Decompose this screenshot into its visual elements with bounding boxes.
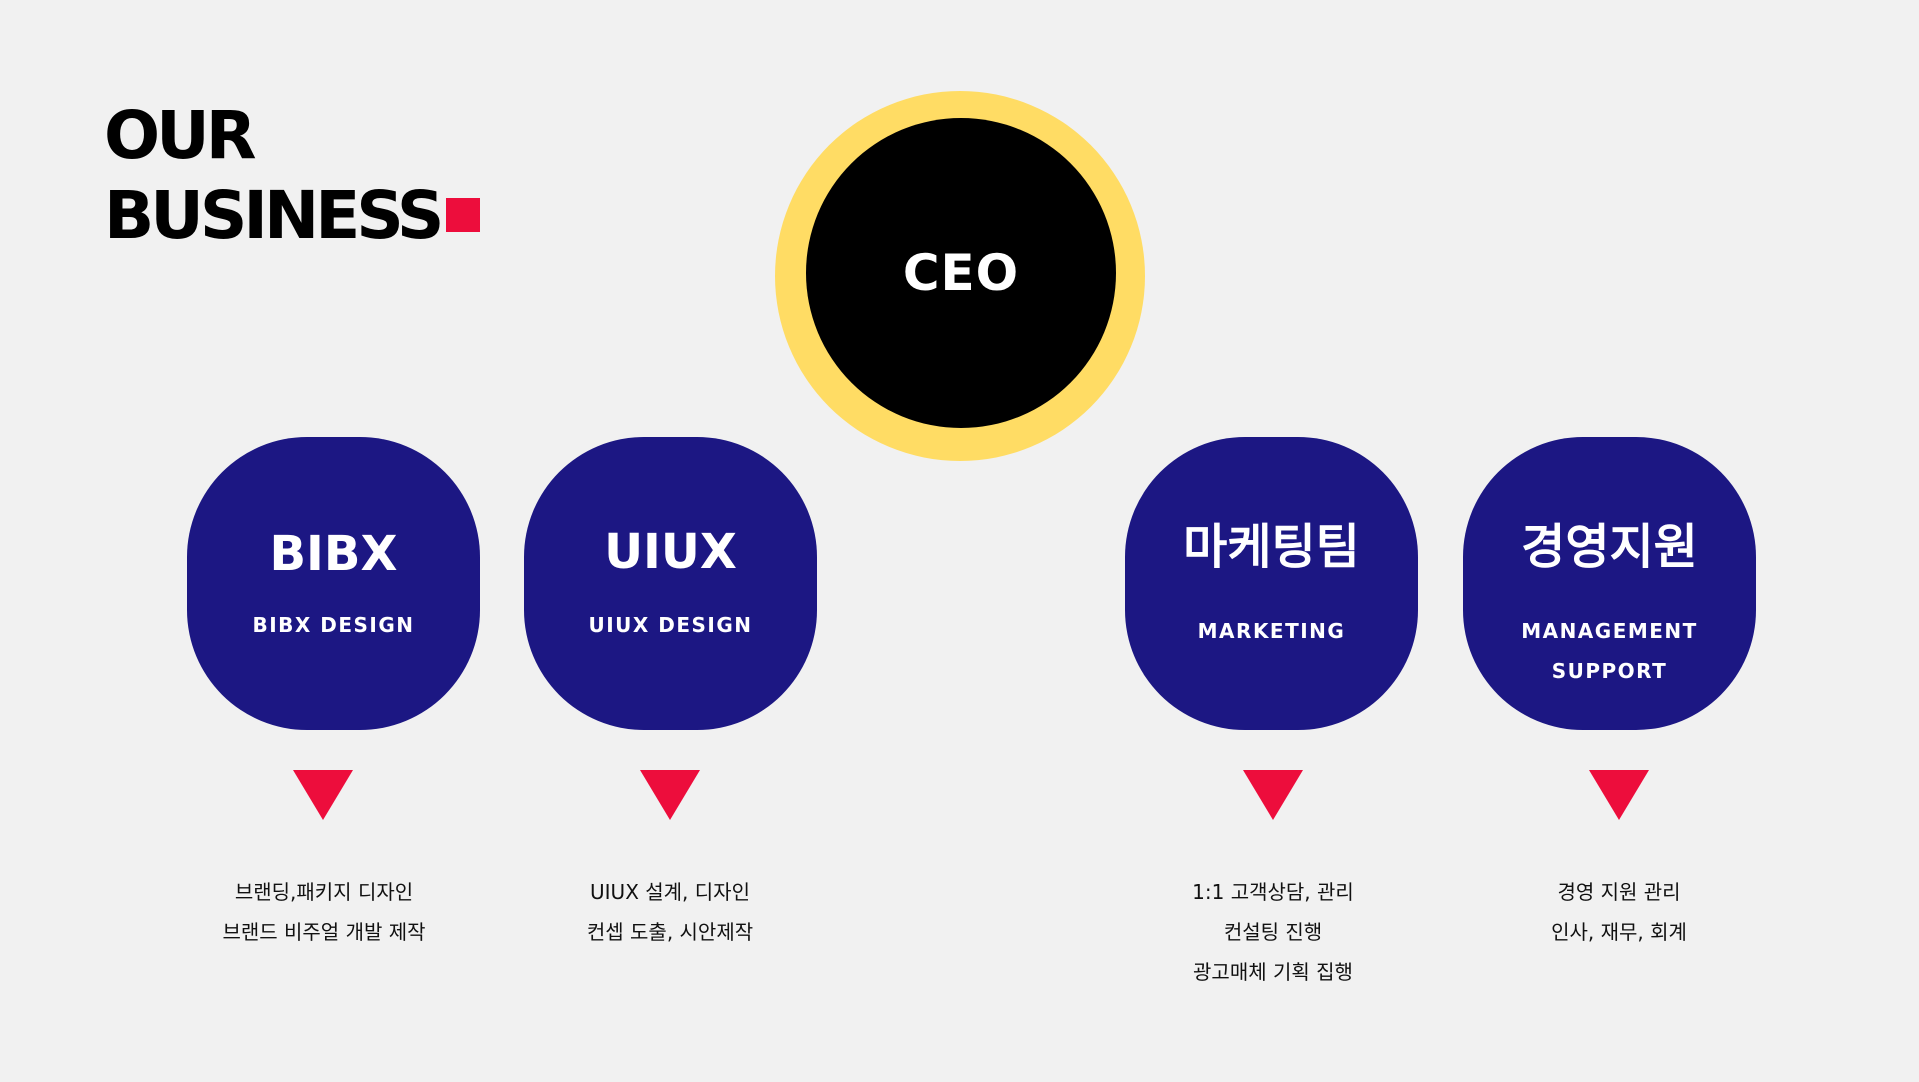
dept-name: BIBX [269,526,398,582]
dept-description: 경영 지원 관리 인사, 재무, 회계 [1469,872,1769,952]
dept-description: UIUX 설계, 디자인 컨셉 도출, 시안제작 [520,872,820,952]
dept-node-management: 경영지원 MANAGEMENT SUPPORT [1463,437,1756,730]
dept-description: 브랜딩,패키지 디자인 브랜드 비주얼 개발 제작 [174,872,474,952]
dept-subtitle-line: MANAGEMENT [1521,619,1698,643]
title-accent-square [446,198,480,232]
ceo-label: CEO [902,244,1020,302]
description-line: 1:1 고객상담, 관리 [1192,880,1354,904]
dept-subtitle: BIBX DESIGN [187,605,480,645]
dept-subtitle-line: BIBX DESIGN [252,613,415,637]
down-arrow-icon [640,770,700,820]
page-title: OUR BUSINESS [104,96,444,256]
dept-subtitle: MANAGEMENT SUPPORT [1463,611,1756,691]
dept-subtitle: UIUX DESIGN [524,605,817,645]
description-line: 경영 지원 관리 [1557,880,1681,904]
description-line: 컨설팅 진행 [1223,920,1323,944]
title-line-2: BUSINESS [104,177,444,254]
down-arrow-icon [1589,770,1649,820]
down-arrow-icon [1243,770,1303,820]
dept-node-marketing: 마케팅팀 MARKETING [1125,437,1418,730]
dept-subtitle-line: SUPPORT [1551,659,1668,683]
description-line: 컨셉 도출, 시안제작 [586,920,754,944]
description-line: 광고매체 기획 집행 [1193,960,1353,984]
description-line: 브랜드 비주얼 개발 제작 [222,920,426,944]
dept-name: 마케팅팀 [1183,519,1360,575]
dept-description: 1:1 고객상담, 관리 컨설팅 진행 광고매체 기획 집행 [1123,872,1423,992]
description-line: UIUX 설계, 디자인 [590,880,750,904]
dept-node-bibx: BIBX BIBX DESIGN [187,437,480,730]
dept-name: 경영지원 [1521,519,1698,575]
dept-node-uiux: UIUX UIUX DESIGN [524,437,817,730]
dept-subtitle-line: MARKETING [1197,619,1346,643]
description-line: 인사, 재무, 회계 [1551,920,1687,944]
description-line: 브랜딩,패키지 디자인 [234,880,414,904]
ceo-node: CEO [806,118,1116,428]
dept-subtitle: MARKETING [1125,611,1418,651]
dept-subtitle-line: UIUX DESIGN [588,613,753,637]
down-arrow-icon [293,770,353,820]
dept-name: UIUX [604,524,737,580]
title-line-1: OUR [104,97,257,174]
